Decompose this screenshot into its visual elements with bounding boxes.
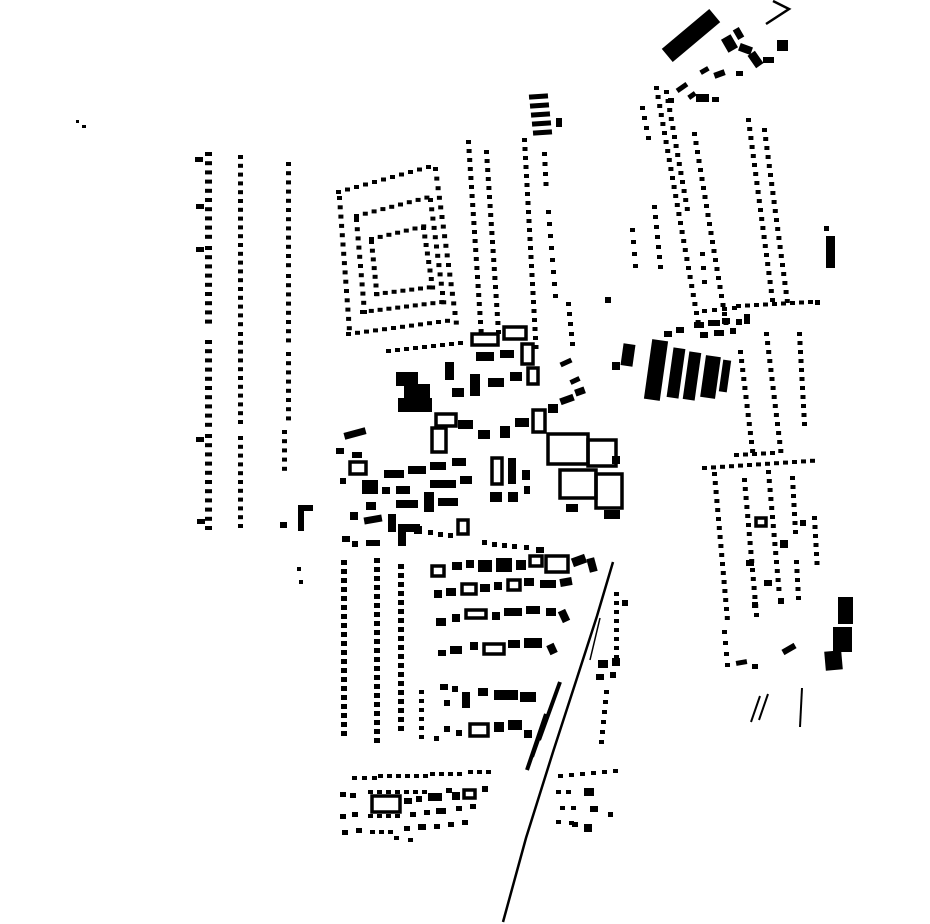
map-canvas — [76, 0, 853, 923]
map-viewport — [76, 0, 853, 923]
